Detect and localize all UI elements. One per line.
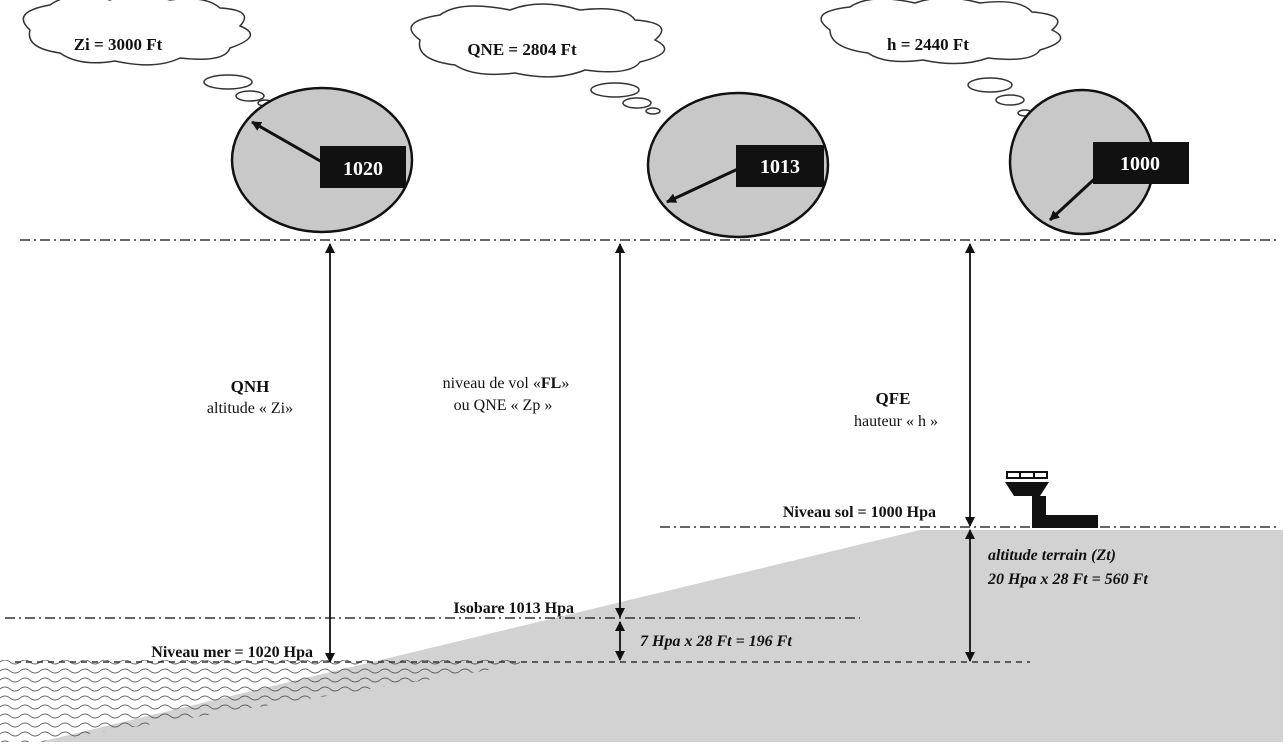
- sea-level-label: Niveau mer = 1020 Hpa: [151, 644, 313, 661]
- qnh-title: QNH: [231, 377, 270, 396]
- isobar-diff-label: 7 Hpa x 28 Ft = 196 Ft: [640, 633, 792, 650]
- altimeter-dial-left: [230, 86, 414, 234]
- terrain-over-sea: [40, 665, 560, 742]
- dial-middle-value: 1013: [760, 156, 800, 178]
- dial-right-value: 1000: [1120, 153, 1160, 175]
- altimeter-dial-middle: [646, 91, 830, 239]
- terrain-altitude-calc: 20 Hpa x 28 Ft = 560 Ft: [987, 571, 1148, 588]
- qnh-subtitle: altitude « Zi»: [207, 400, 293, 417]
- cloud-right: [820, 0, 1062, 117]
- airport-tower-icon: [1005, 471, 1098, 528]
- cloud-middle-text: QNE = 2804 Ft: [467, 40, 577, 59]
- flight-level-line1: niveau de vol «FL»: [443, 375, 570, 392]
- cloud-left: [22, 0, 273, 107]
- cloud-middle: [410, 3, 666, 115]
- dial-needle-right: [1048, 170, 1104, 222]
- dial-needle-left: [251, 120, 323, 164]
- dial-needle-middle: [666, 166, 741, 204]
- terrain-altitude-title: altitude terrain (Zt): [988, 547, 1116, 564]
- flight-level-line2: ou QNE « Zp »: [454, 397, 553, 414]
- ground-level-label: Niveau sol = 1000 Hpa: [783, 504, 936, 521]
- cloud-right-text: h = 2440 Ft: [887, 35, 969, 54]
- qfe-subtitle: hauteur « h »: [854, 413, 938, 430]
- isobar-label: Isobare 1013 Hpa: [453, 600, 574, 617]
- qfe-title: QFE: [876, 389, 911, 408]
- cloud-left-text: Zi = 3000 Ft: [74, 35, 163, 54]
- altimeter-dial-right: [1008, 88, 1189, 236]
- dial-left-value: 1020: [343, 158, 383, 180]
